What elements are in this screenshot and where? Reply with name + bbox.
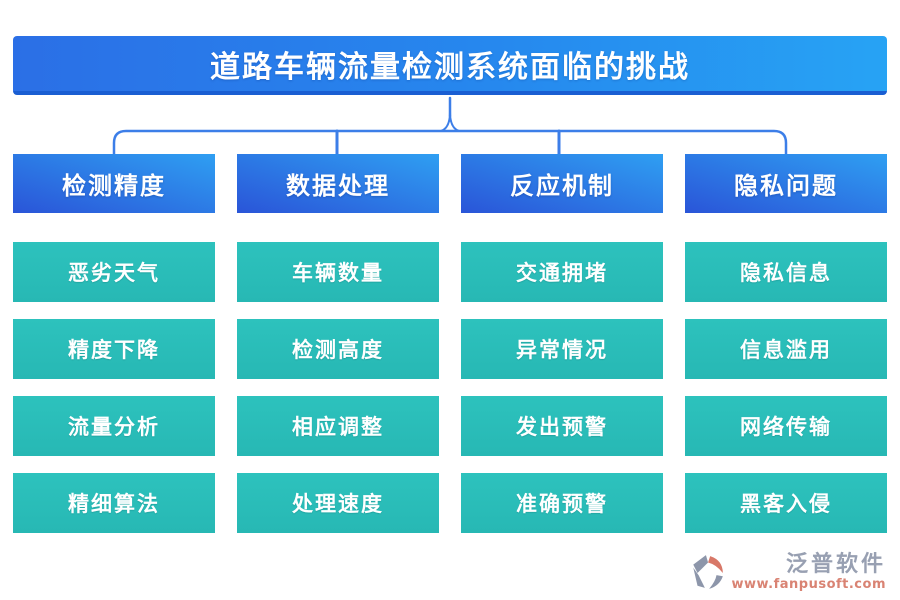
node-traffic-congestion: 交通拥堵 xyxy=(461,242,663,302)
node-fine-algorithm: 精细算法 xyxy=(13,473,215,533)
column-privacy-issue: 隐私信息 信息滥用 网络传输 黑客入侵 xyxy=(685,242,887,533)
node-hacker-intrusion: 黑客入侵 xyxy=(685,473,887,533)
header-response-mechanism: 反应机制 xyxy=(461,154,663,213)
node-bad-weather: 恶劣天气 xyxy=(13,242,215,302)
node-processing-speed: 处理速度 xyxy=(237,473,439,533)
brand-logo: 泛普软件 www.fanpusoft.com xyxy=(688,553,886,591)
node-vehicle-count: 车辆数量 xyxy=(237,242,439,302)
node-detection-height: 检测高度 xyxy=(237,319,439,379)
node-flow-analysis: 流量分析 xyxy=(13,396,215,456)
fanpu-logo-icon xyxy=(693,555,724,589)
node-accurate-warning: 准确预警 xyxy=(461,473,663,533)
column-detection-accuracy: 恶劣天气 精度下降 流量分析 精细算法 xyxy=(13,242,215,533)
node-privacy-info: 隐私信息 xyxy=(685,242,887,302)
node-issue-warning: 发出预警 xyxy=(461,396,663,456)
brand-text: 泛普软件 www.fanpusoft.com xyxy=(731,551,886,592)
node-accuracy-drop: 精度下降 xyxy=(13,319,215,379)
header-detection-accuracy: 检测精度 xyxy=(13,154,215,213)
header-privacy-issue: 隐私问题 xyxy=(685,154,887,213)
item-grid: 恶劣天气 精度下降 流量分析 精细算法 车辆数量 检测高度 相应调整 处理速度 … xyxy=(13,242,887,533)
headers-row: 检测精度 数据处理 反应机制 隐私问题 xyxy=(13,154,887,213)
column-data-processing: 车辆数量 检测高度 相应调整 处理速度 xyxy=(237,242,439,533)
diagram-title: 道路车辆流量检测系统面临的挑战 xyxy=(13,36,887,95)
node-network-transmission: 网络传输 xyxy=(685,396,887,456)
node-abnormal-situation: 异常情况 xyxy=(461,319,663,379)
brand-url: www.fanpusoft.com xyxy=(731,576,886,592)
brand-name: 泛普软件 xyxy=(785,551,886,577)
node-info-misuse: 信息滥用 xyxy=(685,319,887,379)
node-corresponding-adjustment: 相应调整 xyxy=(237,396,439,456)
column-response-mechanism: 交通拥堵 异常情况 发出预警 准确预警 xyxy=(461,242,663,533)
header-data-processing: 数据处理 xyxy=(237,154,439,213)
